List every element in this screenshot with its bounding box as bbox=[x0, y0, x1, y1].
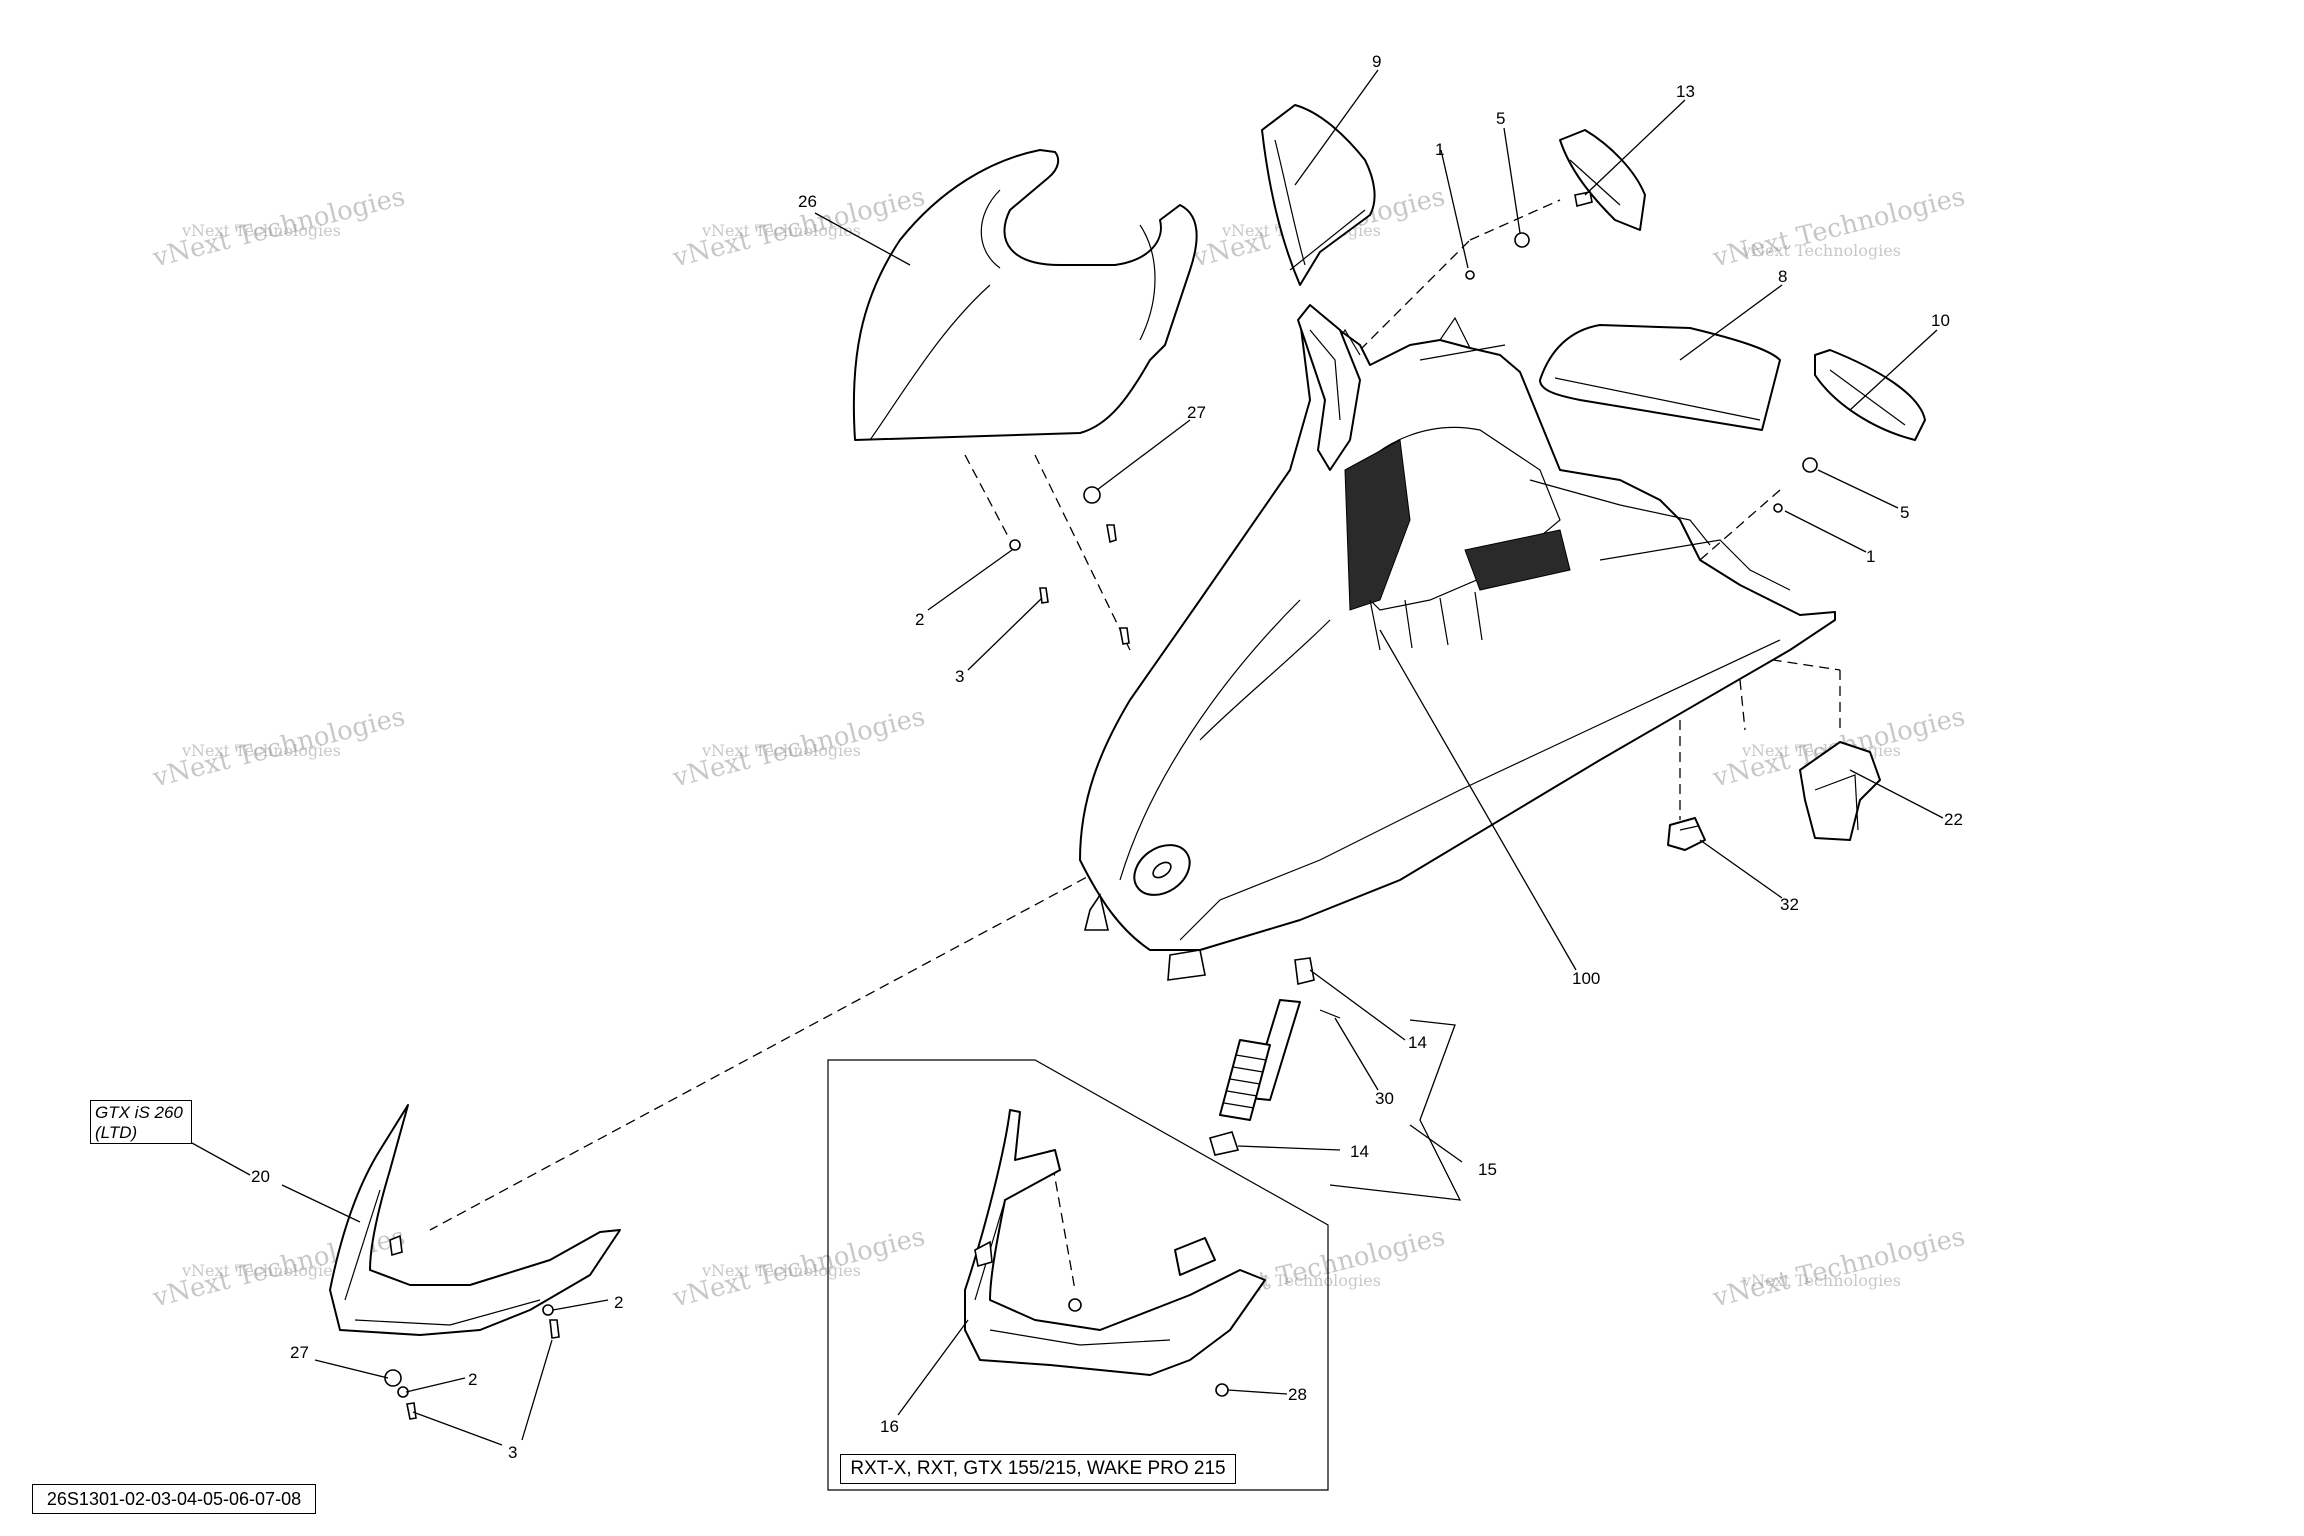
part-26-cover bbox=[852, 149, 1198, 441]
callout-20: 20 bbox=[251, 1167, 270, 1186]
callout-26: 26 bbox=[798, 192, 817, 211]
callout-9: 9 bbox=[1372, 52, 1381, 71]
callout-15: 15 bbox=[1478, 1160, 1497, 1179]
leader-lines bbox=[191, 69, 1944, 1446]
model-note-gtx: GTX iS 260 (LTD) bbox=[90, 1100, 192, 1144]
watermark-small: vNext Technologies bbox=[181, 1261, 341, 1280]
callout-10: 10 bbox=[1931, 311, 1950, 330]
part-16-bumper bbox=[964, 1109, 1266, 1397]
part-8-panel bbox=[1539, 324, 1781, 431]
watermark-small: vNext Technologies bbox=[181, 741, 341, 760]
part-100-hood bbox=[1079, 309, 1836, 981]
callout-16: 16 bbox=[880, 1417, 899, 1436]
callout-3: 3 bbox=[508, 1443, 517, 1462]
diagram-reference-code: 26S1301-02-03-04-05-06-07-08 bbox=[32, 1484, 316, 1514]
callout-14: 14 bbox=[1350, 1142, 1369, 1161]
part-13-mirror bbox=[1559, 129, 1646, 231]
callout-14: 14 bbox=[1408, 1033, 1427, 1052]
watermark-small: vNext Technologies bbox=[1741, 241, 1901, 260]
callout-27: 27 bbox=[290, 1343, 309, 1362]
watermark-small: vNext Technologies bbox=[1741, 1271, 1901, 1290]
rxt-box bbox=[827, 1059, 1329, 1491]
callout-numbers: 9 13 5 1 26 8 10 27 5 1 2 3 22 32 100 14… bbox=[251, 52, 1963, 1462]
callout-1: 1 bbox=[1435, 140, 1444, 159]
callout-1: 1 bbox=[1866, 547, 1875, 566]
model-note-gtx-line1: GTX iS 260 bbox=[95, 1103, 183, 1122]
callout-5: 5 bbox=[1900, 503, 1909, 522]
callout-2: 2 bbox=[915, 610, 924, 629]
callout-13: 13 bbox=[1676, 82, 1695, 101]
callout-8: 8 bbox=[1778, 267, 1787, 286]
model-note-rxt: RXT-X, RXT, GTX 155/215, WAKE PRO 215 bbox=[840, 1454, 1236, 1484]
callout-28: 28 bbox=[1288, 1385, 1307, 1404]
callout-22: 22 bbox=[1944, 810, 1963, 829]
watermark-small: vNext Technologies bbox=[701, 741, 861, 760]
part-22-latch bbox=[1799, 741, 1881, 841]
watermark: vNext Technologies bbox=[1709, 1222, 1968, 1314]
callout-2: 2 bbox=[614, 1293, 623, 1312]
assembly-lines bbox=[429, 199, 1841, 1291]
callout-2: 2 bbox=[468, 1370, 477, 1389]
hardware-cover bbox=[1009, 486, 1130, 645]
part-10-mirror bbox=[1773, 349, 1926, 513]
model-note-gtx-line2: (LTD) bbox=[95, 1123, 138, 1142]
callout-3: 3 bbox=[955, 667, 964, 686]
hood-bracket bbox=[1297, 304, 1361, 471]
callout-5: 5 bbox=[1496, 109, 1505, 128]
part-9-windshield bbox=[1261, 104, 1376, 286]
callout-32: 32 bbox=[1780, 895, 1799, 914]
part-32-clip bbox=[1667, 817, 1706, 851]
watermark-small: vNext Technologies bbox=[181, 221, 341, 240]
callout-100: 100 bbox=[1572, 969, 1600, 988]
callout-30: 30 bbox=[1375, 1089, 1394, 1108]
callout-27: 27 bbox=[1187, 403, 1206, 422]
part-14-shock bbox=[1209, 957, 1341, 1156]
watermark-small: vNext Technologies bbox=[701, 1261, 861, 1280]
watermark-small: vNext Technologies bbox=[701, 221, 861, 240]
hardware-top bbox=[1465, 232, 1530, 280]
